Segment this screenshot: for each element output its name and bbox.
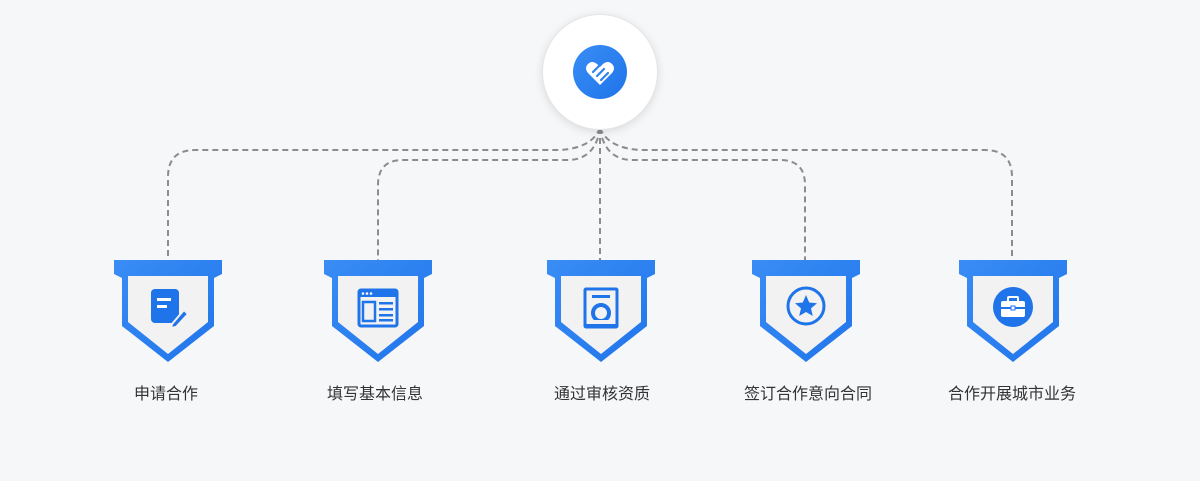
step-4-label: 签订合作意向合同 bbox=[743, 384, 872, 403]
handshake-heart-icon bbox=[573, 45, 627, 99]
hub-circle bbox=[543, 15, 657, 129]
certificate-icon bbox=[583, 287, 619, 329]
step-1 bbox=[110, 258, 226, 368]
connector-step-2 bbox=[377, 127, 601, 262]
connector-step-5 bbox=[599, 127, 1013, 262]
step-4 bbox=[748, 258, 864, 368]
step-5 bbox=[955, 258, 1071, 368]
star-badge-icon bbox=[786, 286, 826, 326]
edit-document-icon bbox=[151, 289, 190, 330]
step-3 bbox=[543, 258, 659, 368]
connector-step-4 bbox=[599, 127, 806, 262]
briefcase-icon bbox=[993, 287, 1033, 327]
step-2-label: 填写基本信息 bbox=[326, 384, 423, 403]
step-2 bbox=[320, 258, 436, 368]
step-1-label: 申请合作 bbox=[133, 384, 198, 403]
step-3-label: 通过审核资质 bbox=[553, 384, 650, 403]
browser-form-icon bbox=[357, 288, 399, 328]
connector-step-1 bbox=[167, 127, 601, 262]
step-5-label: 合作开展城市业务 bbox=[947, 384, 1076, 403]
